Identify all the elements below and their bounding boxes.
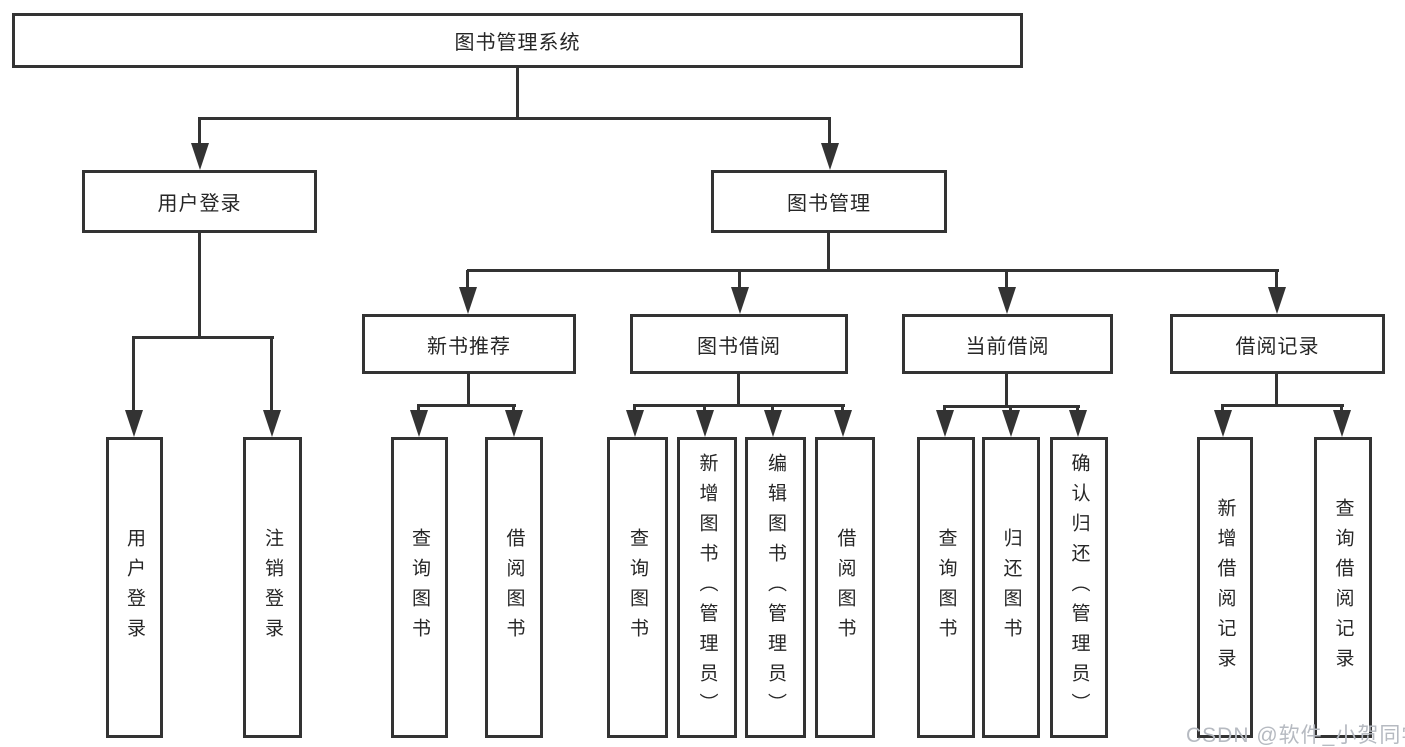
node-leaf-edit-books-admin-label: 编辑图书（管理员） [765,452,786,723]
node-leaf-borrow-books-2: 借阅图书 [815,437,875,738]
connector-line [417,404,516,407]
arrow-down-icon [1333,410,1351,437]
arrow-down-icon [263,410,281,437]
connector-line [1221,404,1224,414]
arrow-down-icon [764,410,782,437]
node-leaf-confirm-return-admin: 确认归还（管理员） [1050,437,1108,738]
node-new-book-recommend-label: 新书推荐 [427,335,511,358]
arrow-down-icon [998,287,1016,314]
connector-line [738,270,741,290]
node-leaf-borrow-books-2-label: 借阅图书 [834,527,856,648]
node-borrow-records: 借阅记录 [1170,314,1385,374]
arrow-down-icon [731,287,749,314]
connector-line [633,404,636,414]
node-root-label: 图书管理系统 [454,32,581,54]
connector-line [828,119,831,147]
arrow-down-icon [834,410,852,437]
node-current-borrowing: 当前借阅 [902,314,1113,374]
arrow-down-icon [626,410,644,437]
node-leaf-user-login: 用户登录 [106,437,163,738]
arrow-down-icon [459,287,477,314]
node-leaf-borrow-books-1-label: 借阅图书 [503,527,525,648]
node-leaf-query-borrow-record-label: 查询借阅记录 [1332,497,1354,678]
node-leaf-logout-label: 注销登录 [262,527,283,648]
connector-line [703,404,706,414]
arrow-down-icon [505,410,523,437]
node-leaf-return-books: 归还图书 [982,437,1040,738]
node-leaf-query-books-1-label: 查询图书 [409,527,430,648]
node-book-management: 图书管理 [711,170,947,233]
node-leaf-add-books-admin: 新增图书（管理员） [677,437,737,738]
connector-line [943,405,946,414]
node-leaf-confirm-return-admin-label: 确认归还（管理员） [1068,452,1090,723]
connector-line [1275,374,1278,407]
node-leaf-add-borrow-record: 新增借阅记录 [1197,437,1253,738]
node-leaf-query-books-2: 查询图书 [607,437,668,738]
node-leaf-query-books-1: 查询图书 [391,437,448,738]
connector-line [512,404,515,414]
arrow-down-icon [1002,410,1020,437]
connector-line [198,119,201,147]
connector-line [198,233,201,339]
arrow-down-icon [821,143,839,170]
connector-line [1009,405,1012,414]
connector-line [417,404,420,414]
node-borrow-records-label: 借阅记录 [1235,335,1320,358]
connector-line [633,404,845,407]
arrow-down-icon [1268,287,1286,314]
connector-line [1275,270,1278,290]
connector-line [132,337,135,413]
node-book-borrowing: 图书借阅 [630,314,848,374]
arrow-down-icon [1069,410,1087,437]
connector-line [737,374,740,407]
connector-line [466,270,469,290]
arrow-down-icon [125,410,143,437]
connector-line [467,374,470,407]
node-book-borrowing-label: 图书借阅 [697,335,781,358]
csdn-watermark: CSDN @软件_小贺同学 [1186,724,1405,747]
node-leaf-user-login-label: 用户登录 [124,527,145,648]
connector-line [198,117,831,120]
connector-line [1340,404,1343,414]
connector-line [132,336,274,339]
node-leaf-query-books-3-label: 查询图书 [935,527,957,648]
connector-line [516,68,519,119]
node-leaf-query-books-3: 查询图书 [917,437,975,738]
arrow-down-icon [191,143,209,170]
node-leaf-add-books-admin-label: 新增图书（管理员） [696,452,718,723]
arrow-down-icon [1214,410,1232,437]
node-leaf-return-books-label: 归还图书 [1000,527,1022,648]
connector-line [1005,374,1008,408]
node-leaf-logout: 注销登录 [243,437,302,738]
node-new-book-recommend: 新书推荐 [362,314,576,374]
connector-line [1076,405,1079,414]
node-user-login: 用户登录 [82,170,317,233]
node-root: 图书管理系统 [12,13,1023,68]
node-leaf-borrow-books-1: 借阅图书 [485,437,543,738]
node-leaf-query-books-2-label: 查询图书 [627,527,648,648]
node-current-borrowing-label: 当前借阅 [965,335,1050,358]
arrow-down-icon [410,410,428,437]
connector-line [1221,404,1344,407]
connector-line [827,233,830,272]
connector-line [270,337,273,413]
arrow-down-icon [936,410,954,437]
node-leaf-query-borrow-record: 查询借阅记录 [1314,437,1372,738]
node-book-management-label: 图书管理 [787,193,871,215]
connector-line [467,269,1279,272]
connector-line [1005,270,1008,290]
node-user-login-label: 用户登录 [157,193,242,215]
connector-line [841,404,844,414]
node-leaf-edit-books-admin: 编辑图书（管理员） [745,437,806,738]
arrow-down-icon [696,410,714,437]
node-leaf-add-borrow-record-label: 新增借阅记录 [1214,497,1236,678]
connector-line [771,404,774,414]
